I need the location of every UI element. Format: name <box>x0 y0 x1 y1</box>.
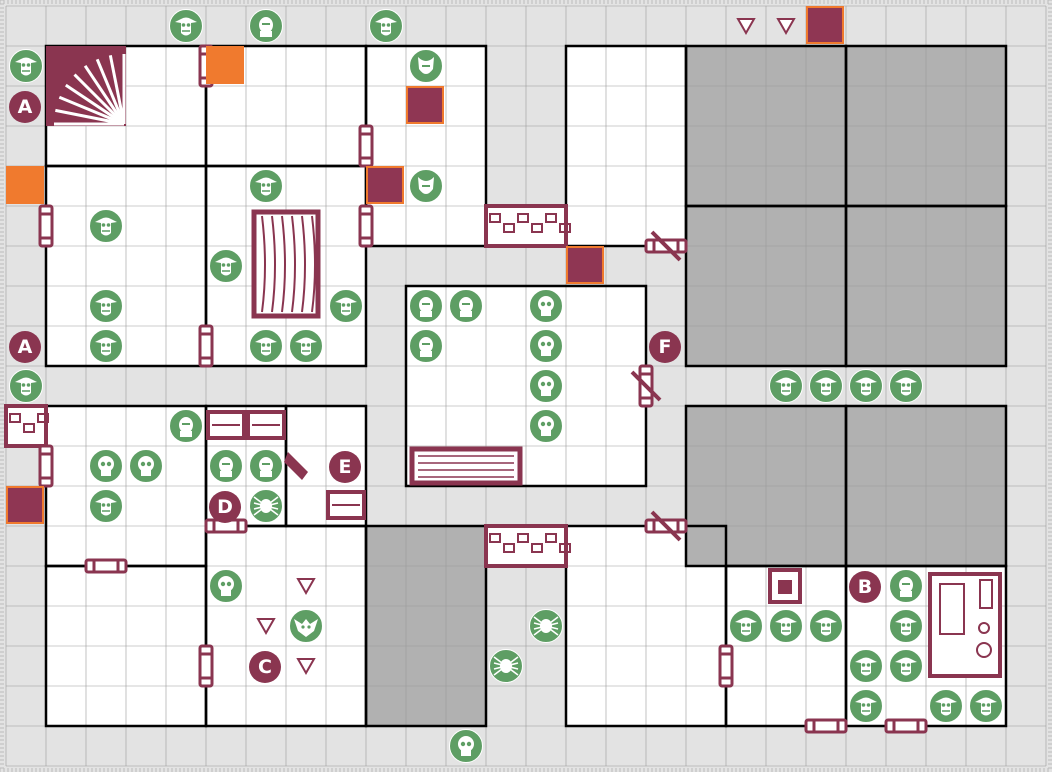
door-icon <box>804 718 848 734</box>
door-icon <box>884 718 928 734</box>
fimir-icon[interactable] <box>889 569 923 603</box>
falling-block-trap-icon[interactable] <box>806 6 844 44</box>
zombie-icon[interactable] <box>449 289 483 323</box>
orc-icon[interactable] <box>249 329 283 363</box>
pit-trap-icon[interactable] <box>6 486 44 524</box>
marker-e[interactable]: E <box>329 451 361 483</box>
rubble-block <box>4 404 48 448</box>
zombie-icon[interactable] <box>169 409 203 443</box>
wandering-monster-marker-icon <box>776 18 796 36</box>
skeleton-icon[interactable] <box>89 449 123 483</box>
room-wall <box>204 164 368 368</box>
skeleton-icon[interactable] <box>529 369 563 403</box>
treasure-chest <box>768 568 802 604</box>
gargoyle-icon[interactable] <box>289 609 323 643</box>
spear-trap-icon[interactable] <box>206 46 244 84</box>
orc-icon[interactable] <box>889 609 923 643</box>
chaos-warrior-icon[interactable] <box>409 169 443 203</box>
fimir-icon[interactable] <box>249 9 283 43</box>
orc-icon[interactable] <box>369 9 403 43</box>
falling-block-trap-icon[interactable] <box>566 246 604 284</box>
orc-icon[interactable] <box>9 49 43 83</box>
skeleton-icon[interactable] <box>529 329 563 363</box>
weapon-rack <box>284 452 308 480</box>
orc-icon[interactable] <box>289 329 323 363</box>
spider-icon[interactable] <box>489 649 523 683</box>
marker-a-bottom[interactable]: A <box>9 331 41 363</box>
orc-icon[interactable] <box>769 369 803 403</box>
zombie-icon[interactable] <box>249 449 283 483</box>
skeleton-icon[interactable] <box>529 289 563 323</box>
door-icon <box>38 444 54 488</box>
mummy-icon[interactable] <box>409 289 443 323</box>
skeleton-icon[interactable] <box>449 729 483 763</box>
wandering-monster-marker-icon <box>296 658 316 676</box>
goblin-icon[interactable] <box>89 489 123 523</box>
orc-icon[interactable] <box>849 369 883 403</box>
chaos-warrior-icon[interactable] <box>409 49 443 83</box>
room-wall <box>844 204 1008 368</box>
orc-icon[interactable] <box>769 609 803 643</box>
goblin-icon[interactable] <box>849 649 883 683</box>
blocked-area <box>366 526 486 726</box>
orc-icon[interactable] <box>809 369 843 403</box>
orc-icon[interactable] <box>9 369 43 403</box>
wandering-monster-marker-icon <box>256 618 276 636</box>
door-icon <box>38 204 54 248</box>
room <box>566 46 686 246</box>
goblin-icon[interactable] <box>969 689 1003 723</box>
door-icon <box>358 204 374 248</box>
orc-icon[interactable] <box>889 369 923 403</box>
door-icon <box>84 558 128 574</box>
spider-icon[interactable] <box>529 609 563 643</box>
goblin-icon[interactable] <box>89 289 123 323</box>
door-icon <box>198 324 214 368</box>
orc-icon[interactable] <box>169 9 203 43</box>
wandering-monster-marker-icon <box>736 18 756 36</box>
door-icon <box>358 124 374 168</box>
orc-icon[interactable] <box>329 289 363 323</box>
marker-f[interactable]: F <box>649 331 681 363</box>
pit-trap-icon[interactable] <box>366 166 404 204</box>
goblin-icon[interactable] <box>849 689 883 723</box>
marker-a-top[interactable]: A <box>9 91 41 123</box>
table <box>409 446 523 486</box>
orc-icon[interactable] <box>809 609 843 643</box>
room-wall <box>364 524 488 728</box>
pit-trap-icon[interactable] <box>406 86 444 124</box>
spider-icon[interactable] <box>249 489 283 523</box>
skeleton-icon[interactable] <box>529 409 563 443</box>
goblin-icon[interactable] <box>929 689 963 723</box>
rubble-block <box>484 524 568 568</box>
door-icon <box>718 644 734 688</box>
door-icon <box>198 644 214 688</box>
marker-d[interactable]: D <box>209 491 241 523</box>
goblin-icon[interactable] <box>89 329 123 363</box>
skeleton-icon[interactable] <box>129 449 163 483</box>
wandering-monster-marker-icon <box>296 578 316 596</box>
marker-c[interactable]: C <box>249 651 281 683</box>
mummy-icon[interactable] <box>409 329 443 363</box>
marker-b[interactable]: B <box>849 571 881 603</box>
orc-icon[interactable] <box>209 249 243 283</box>
spear-trap-icon[interactable] <box>6 166 44 204</box>
goblin-icon[interactable] <box>89 209 123 243</box>
orc-icon[interactable] <box>729 609 763 643</box>
rubble-block <box>484 204 568 248</box>
orc-icon[interactable] <box>249 169 283 203</box>
zombie-icon[interactable] <box>209 449 243 483</box>
skeleton-icon[interactable] <box>209 569 243 603</box>
goblin-icon[interactable] <box>889 649 923 683</box>
